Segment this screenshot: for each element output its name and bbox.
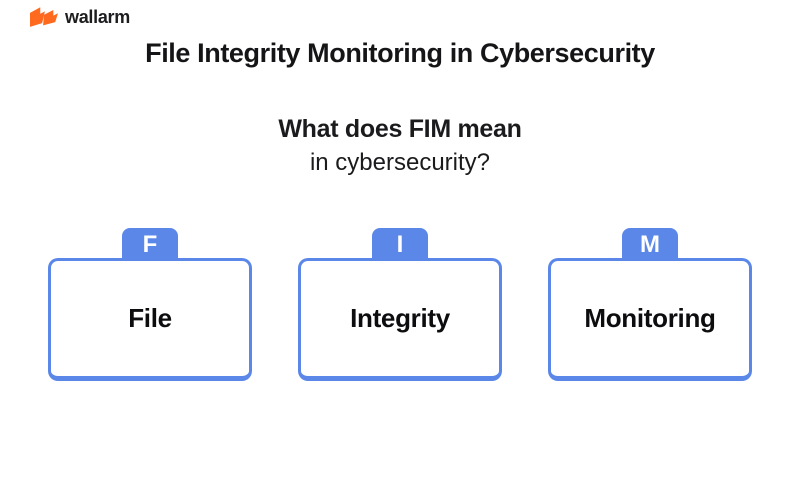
card-monitoring: M Monitoring bbox=[548, 228, 752, 381]
card-file-body: File bbox=[48, 258, 252, 381]
wallarm-logo: wallarm bbox=[30, 7, 130, 28]
card-file-tab-letter: F bbox=[122, 228, 178, 262]
card-monitoring-body: Monitoring bbox=[548, 258, 752, 381]
card-integrity-tab-letter: I bbox=[372, 228, 428, 262]
card-file: F File bbox=[48, 228, 252, 381]
wallarm-logo-icon bbox=[30, 7, 58, 27]
card-monitoring-tab-letter: M bbox=[622, 228, 678, 262]
card-integrity: I Integrity bbox=[298, 228, 502, 381]
page-title: File Integrity Monitoring in Cybersecuri… bbox=[145, 38, 655, 68]
question-heading: What does FIM mean in cybersecurity? bbox=[0, 113, 800, 179]
card-integrity-body: Integrity bbox=[298, 258, 502, 381]
card-integrity-label: Integrity bbox=[350, 303, 450, 333]
question-line-1: What does FIM mean bbox=[278, 115, 522, 143]
card-monitoring-label: Monitoring bbox=[584, 303, 716, 333]
question-line-2: in cybersecurity? bbox=[309, 149, 491, 176]
wallarm-wordmark: wallarm bbox=[65, 7, 130, 27]
card-file-label: File bbox=[128, 303, 172, 333]
